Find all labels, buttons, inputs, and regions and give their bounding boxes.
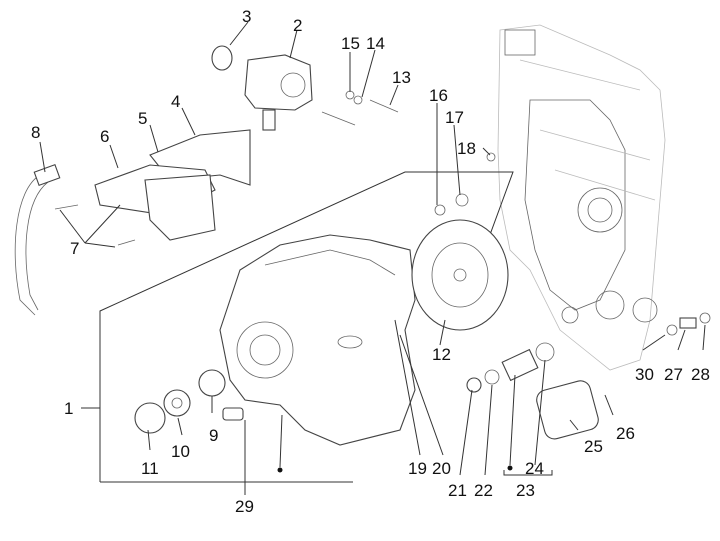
crankcase-background	[497, 24, 666, 371]
callout-24: 24	[525, 459, 544, 478]
callout-5: 5	[138, 109, 148, 128]
hardware-drawing	[54, 90, 496, 246]
callout-9: 9	[209, 426, 219, 445]
callout-19: 19	[408, 459, 427, 478]
callout-16: 16	[429, 86, 448, 105]
callout-8: 8	[31, 123, 41, 142]
callout-29: 29	[235, 497, 254, 516]
callout-25: 25	[584, 437, 603, 456]
callout-28: 28	[691, 365, 710, 384]
callout-20: 20	[432, 459, 451, 478]
pump-parts-drawing	[134, 369, 244, 434]
guard-drawings	[94, 129, 251, 241]
callout-10: 10	[171, 442, 190, 461]
cooling-fan-drawing	[411, 219, 509, 331]
filter-parts-drawing	[466, 312, 711, 440]
callout-26: 26	[616, 424, 635, 443]
callout-27: 27	[664, 365, 683, 384]
callout-17: 17	[445, 108, 464, 127]
hose-drawing	[14, 163, 61, 316]
callout-11: 11	[141, 459, 159, 478]
callout-23: 23	[516, 481, 535, 500]
assembly-1-bracket	[81, 171, 514, 483]
callout-15: 15	[341, 34, 360, 53]
water-pump-cover	[219, 234, 416, 446]
thermostat-housing-drawing	[211, 45, 313, 131]
callout-21: 21	[448, 481, 467, 500]
callout-13: 13	[392, 68, 411, 87]
callout-7: 7	[70, 239, 80, 258]
leader-lines	[39, 21, 706, 495]
callout-1: 1	[64, 399, 74, 418]
callout-2: 2	[293, 16, 303, 35]
callout-12: 12	[432, 345, 451, 364]
callout-6: 6	[100, 127, 110, 146]
callout-14: 14	[366, 34, 385, 53]
callout-3: 3	[242, 7, 252, 26]
callout-22: 22	[474, 481, 493, 500]
callout-30: 30	[635, 365, 654, 384]
callout-18: 18	[457, 139, 476, 158]
assembly-dot-23	[507, 465, 513, 471]
assembly-dot-1	[277, 467, 283, 473]
callout-4: 4	[171, 92, 181, 111]
